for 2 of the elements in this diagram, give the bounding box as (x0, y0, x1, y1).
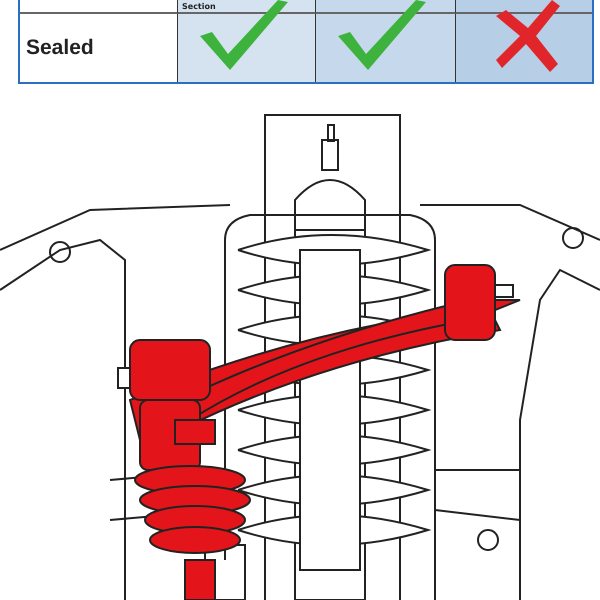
row-header: Sealed (25, 36, 94, 60)
column-header: Section (182, 2, 216, 11)
